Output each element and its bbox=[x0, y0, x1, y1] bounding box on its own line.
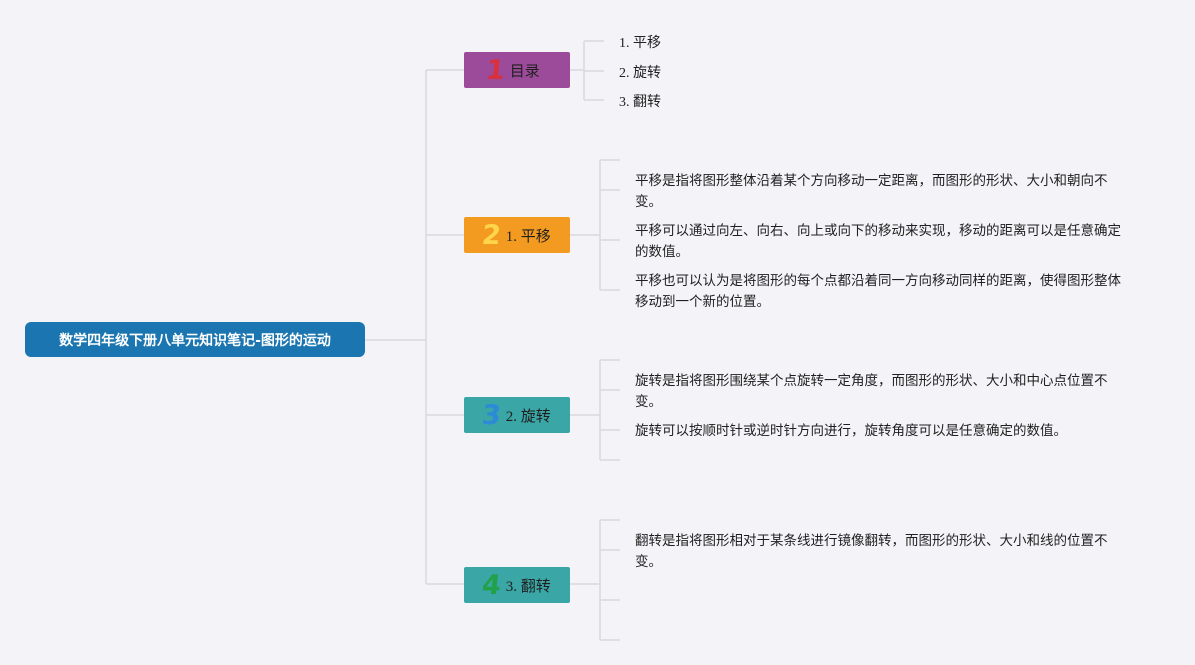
note-translation-2[interactable]: 平移可以通过向左、向右、向上或向下的移动来实现，移动的距离可以是任意确定的数值。 bbox=[635, 223, 1121, 260]
topic-label: 2. 旋转 bbox=[505, 408, 551, 425]
note-translation-1[interactable]: 平移是指将图形整体沿着某个方向移动一定距离，而图形的形状、大小和朝向不变。 bbox=[635, 173, 1108, 210]
toc-item-2[interactable]: 2. 旋转 bbox=[619, 66, 661, 81]
toc-item-3[interactable]: 3. 翻转 bbox=[619, 95, 661, 110]
root-title: 数学四年级下册八单元知识笔记-图形的运动 bbox=[59, 332, 331, 349]
topic-number-badge: 1 bbox=[484, 54, 507, 86]
topic-label: 1. 平移 bbox=[505, 228, 551, 245]
note-rotation-2[interactable]: 旋转可以按顺时针或逆时针方向进行，旋转角度可以是任意确定的数值。 bbox=[635, 423, 1067, 439]
note-translation-3[interactable]: 平移也可以认为是将图形的每个点都沿着同一方向移动同样的距离，使得图形整体移动到一… bbox=[635, 273, 1121, 310]
topic-node-flip[interactable]: 4 3. 翻转 bbox=[464, 567, 570, 603]
topic-label: 目录 bbox=[509, 63, 540, 80]
note-rotation-1[interactable]: 旋转是指将图形围绕某个点旋转一定角度，而图形的形状、大小和中心点位置不变。 bbox=[635, 373, 1108, 410]
toc-item-1[interactable]: 1. 平移 bbox=[619, 36, 661, 51]
topic-number-badge: 4 bbox=[480, 569, 503, 601]
topic-node-rotation[interactable]: 3 2. 旋转 bbox=[464, 397, 570, 433]
note-flip-1[interactable]: 翻转是指将图形相对于某条线进行镜像翻转，而图形的形状、大小和线的位置不变。 bbox=[635, 533, 1108, 570]
topic-node-translation[interactable]: 2 1. 平移 bbox=[464, 217, 570, 253]
topic-label: 3. 翻转 bbox=[505, 578, 551, 595]
root-node[interactable]: 数学四年级下册八单元知识笔记-图形的运动 bbox=[25, 322, 365, 357]
topic-node-toc[interactable]: 1 目录 bbox=[464, 52, 570, 88]
topic-number-badge: 3 bbox=[480, 399, 503, 431]
topic-number-badge: 2 bbox=[480, 219, 503, 251]
